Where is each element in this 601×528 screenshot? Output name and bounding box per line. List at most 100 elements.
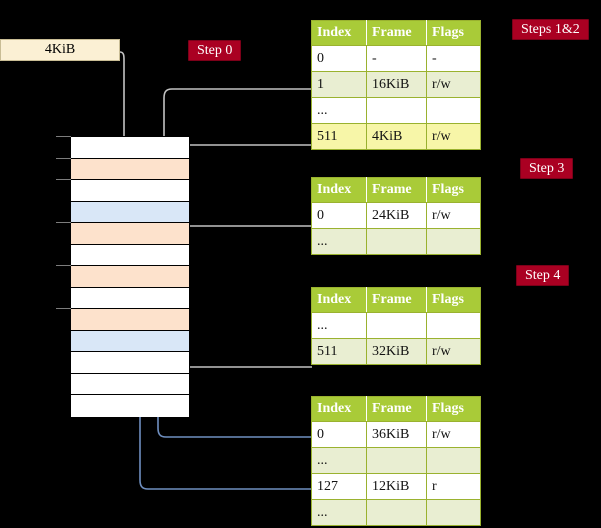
- cell-frame: 32KiB: [366, 338, 427, 365]
- memory-frame-row[interactable]: [71, 287, 189, 310]
- cell-flags: r/w: [426, 202, 481, 229]
- cell-index: ...: [311, 447, 367, 474]
- cell-index: 127: [311, 473, 367, 500]
- cell-flags: r/w: [426, 71, 481, 98]
- memory-frame-tick: [56, 157, 71, 159]
- source-frame-box: 4KiB: [0, 39, 120, 61]
- column-header-flags: Flags: [426, 396, 481, 422]
- memory-frame-row[interactable]: [71, 244, 189, 267]
- column-header-frame: Frame: [366, 177, 427, 203]
- memory-frame-row[interactable]: [71, 180, 189, 202]
- step-label-steps12-text: Steps 1&2: [521, 22, 580, 37]
- cell-frame: [366, 228, 427, 255]
- cell-frame: 12KiB: [366, 473, 427, 500]
- column-header-flags: Flags: [426, 177, 481, 203]
- column-header-flags: Flags: [426, 287, 481, 313]
- memory-frame-row[interactable]: [71, 137, 189, 159]
- cell-index: 511: [311, 338, 367, 365]
- memory-frame-row[interactable]: [71, 330, 189, 353]
- cell-flags: [426, 97, 481, 124]
- cell-index: 0: [311, 202, 367, 229]
- column-header-frame: Frame: [366, 287, 427, 313]
- cell-flags: [426, 312, 481, 339]
- cell-flags: [426, 228, 481, 255]
- wire-table3-row511-to-frame8: [174, 318, 312, 368]
- step-label-step4: Step 4: [516, 265, 570, 286]
- column-header-frame: Frame: [366, 20, 427, 46]
- cell-frame: 16KiB: [366, 71, 427, 98]
- cell-frame: [366, 97, 427, 124]
- cell-index: ...: [311, 228, 367, 255]
- cell-index: ...: [311, 312, 367, 339]
- cell-flags: r: [426, 473, 481, 500]
- memory-frame-row[interactable]: [71, 352, 189, 374]
- cell-index: ...: [311, 499, 367, 526]
- cell-flags: [426, 499, 481, 526]
- column-header-index: Index: [311, 177, 367, 203]
- cell-frame: 36KiB: [366, 421, 427, 448]
- table-row[interactable]: ...: [311, 97, 481, 124]
- cell-index: 0: [311, 421, 367, 448]
- column-header-flags: Flags: [426, 20, 481, 46]
- memory-frame-row[interactable]: [71, 373, 189, 396]
- cell-frame: 4KiB: [366, 123, 427, 150]
- wire-table1-row511-to-frame1: [181, 144, 312, 167]
- column-header-index: Index: [311, 20, 367, 46]
- step-label-step3: Step 3: [520, 158, 574, 179]
- step-label-steps12: Steps 1&2: [512, 19, 589, 40]
- wire-table2-row0-to-frame6: [181, 225, 312, 301]
- table-row[interactable]: ...: [311, 228, 481, 255]
- cell-flags: r/w: [426, 338, 481, 365]
- cell-flags: [426, 447, 481, 474]
- cell-index: 0: [311, 45, 367, 72]
- step-label-step4-text: Step 4: [525, 268, 561, 283]
- cell-index: 511: [311, 123, 367, 150]
- table-row[interactable]: ...: [311, 312, 481, 339]
- column-header-index: Index: [311, 287, 367, 313]
- memory-frame-tick: [56, 179, 71, 181]
- memory-frame-tick: [56, 265, 71, 267]
- column-header-index: Index: [311, 396, 367, 422]
- cell-frame: -: [366, 45, 427, 72]
- memory-frame-row[interactable]: [71, 309, 189, 331]
- cell-flags: r/w: [426, 123, 481, 150]
- source-frame-label: 4KiB: [44, 42, 76, 57]
- memory-frame-row[interactable]: [71, 266, 189, 288]
- memory-frame-tick: [56, 222, 71, 224]
- memory-frame-row[interactable]: [71, 158, 189, 181]
- cell-flags: -: [426, 45, 481, 72]
- cell-index: 1: [311, 71, 367, 98]
- table-row[interactable]: ...: [311, 499, 481, 526]
- step-label-step3-text: Step 3: [529, 161, 565, 176]
- memory-frame-row[interactable]: [71, 223, 189, 245]
- memory-frame-tick: [56, 308, 71, 310]
- memory-frame-row[interactable]: [71, 395, 189, 417]
- table-row[interactable]: ...: [311, 447, 481, 474]
- cell-index: ...: [311, 97, 367, 124]
- step-label-step0-text: Step 0: [197, 43, 233, 58]
- memory-frame-tick: [56, 136, 71, 137]
- step-label-step0: Step 0: [188, 40, 242, 61]
- column-header-frame: Frame: [366, 396, 427, 422]
- memory-frame-row[interactable]: [71, 201, 189, 224]
- cell-frame: [366, 447, 427, 474]
- physical-memory-column: [70, 136, 190, 417]
- table-row[interactable]: 0--: [311, 45, 481, 72]
- cell-frame: [366, 312, 427, 339]
- cell-flags: r/w: [426, 421, 481, 448]
